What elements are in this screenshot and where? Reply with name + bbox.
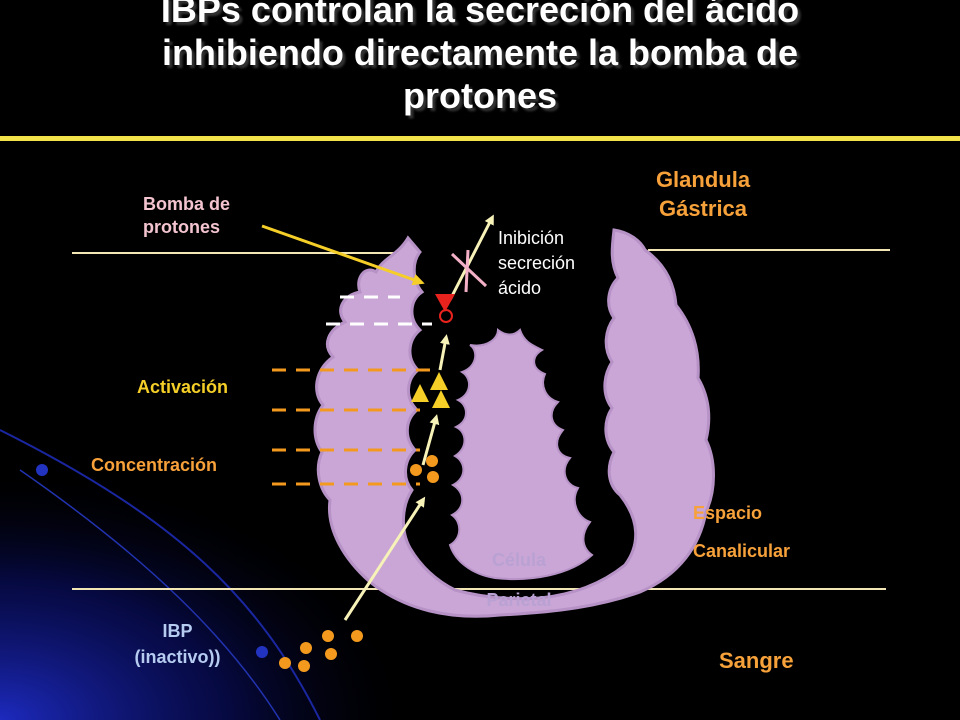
title-line: inhibiendo directamente la bomba de bbox=[161, 32, 799, 74]
decorative-dot bbox=[256, 646, 268, 658]
label-espacio-canalicular: Espacio Canalicular bbox=[693, 495, 790, 571]
red-triangle-icon bbox=[435, 294, 455, 312]
label-line: ácido bbox=[498, 278, 542, 299]
orange-dot-icon bbox=[322, 630, 334, 642]
label-sangre: Sangre bbox=[719, 648, 794, 673]
yellow-triangle-icon bbox=[411, 384, 429, 402]
arrow-ibp-to-cell bbox=[343, 496, 426, 621]
label-line: Glandula bbox=[655, 167, 751, 192]
slide-title: IBPs controlan la secreción del ácido in… bbox=[20, 0, 940, 118]
decorative-curve bbox=[19, 469, 281, 720]
label-line: Célula bbox=[491, 550, 547, 570]
parietal-cell bbox=[313, 228, 715, 618]
arrow-activation-to-pump bbox=[438, 334, 450, 371]
decorative-curve bbox=[0, 429, 321, 720]
arrow-concentration-to-activation bbox=[421, 414, 440, 466]
label-line: Gástrica bbox=[658, 195, 748, 221]
orange-dot-icon bbox=[351, 630, 363, 642]
orange-dot-icon bbox=[300, 642, 312, 654]
orange-dot-icon bbox=[298, 660, 310, 672]
orange-dot-icon bbox=[279, 657, 291, 669]
x-mark-icon bbox=[450, 249, 488, 293]
label-line: Parietal bbox=[486, 589, 552, 610]
label-line: Inibición bbox=[498, 228, 565, 248]
label-activacion: Activación bbox=[137, 377, 229, 397]
label-celula-parietal: Célula Parietal bbox=[476, 541, 562, 620]
concentrated-dots bbox=[410, 455, 439, 483]
decorative-dot bbox=[36, 464, 48, 476]
arrow-pump-pointer bbox=[261, 224, 425, 286]
label-concentracion: Concentración bbox=[91, 455, 218, 475]
label-bomba-de-protones: Bomba de protones bbox=[143, 193, 230, 240]
yellow-triangle-icon bbox=[432, 390, 450, 408]
label-line: Espacio bbox=[693, 503, 763, 523]
orange-dot-icon bbox=[427, 471, 439, 483]
label-glandula-gastrica: Glandula Gástrica bbox=[640, 166, 766, 223]
pump-ring-icon bbox=[439, 309, 453, 323]
yellow-triangle-icon bbox=[430, 372, 448, 390]
label-ibp-inactivo: IBP (inactivo)) bbox=[120, 618, 235, 670]
label-line: IBP bbox=[162, 621, 193, 641]
label-line: Bomba de bbox=[143, 194, 231, 214]
label-line: protones bbox=[143, 217, 221, 238]
dashed-guides bbox=[272, 295, 432, 486]
label-inhibicion-secrecion: Inibición secreción ácido bbox=[498, 226, 575, 302]
title-underline bbox=[0, 136, 960, 141]
arrow-acid-secretion bbox=[448, 214, 494, 301]
orange-dot-icon bbox=[410, 464, 422, 476]
title-line: protones bbox=[402, 75, 557, 117]
label-line: secreción bbox=[498, 253, 576, 274]
label-line: (inactivo)) bbox=[134, 647, 221, 668]
blood-dots bbox=[279, 630, 363, 672]
title-line: IBPs controlan la secreción del ácido bbox=[160, 0, 800, 30]
orange-dot-icon bbox=[426, 455, 438, 467]
orange-dot-icon bbox=[325, 648, 337, 660]
label-line: Canalicular bbox=[693, 540, 791, 561]
